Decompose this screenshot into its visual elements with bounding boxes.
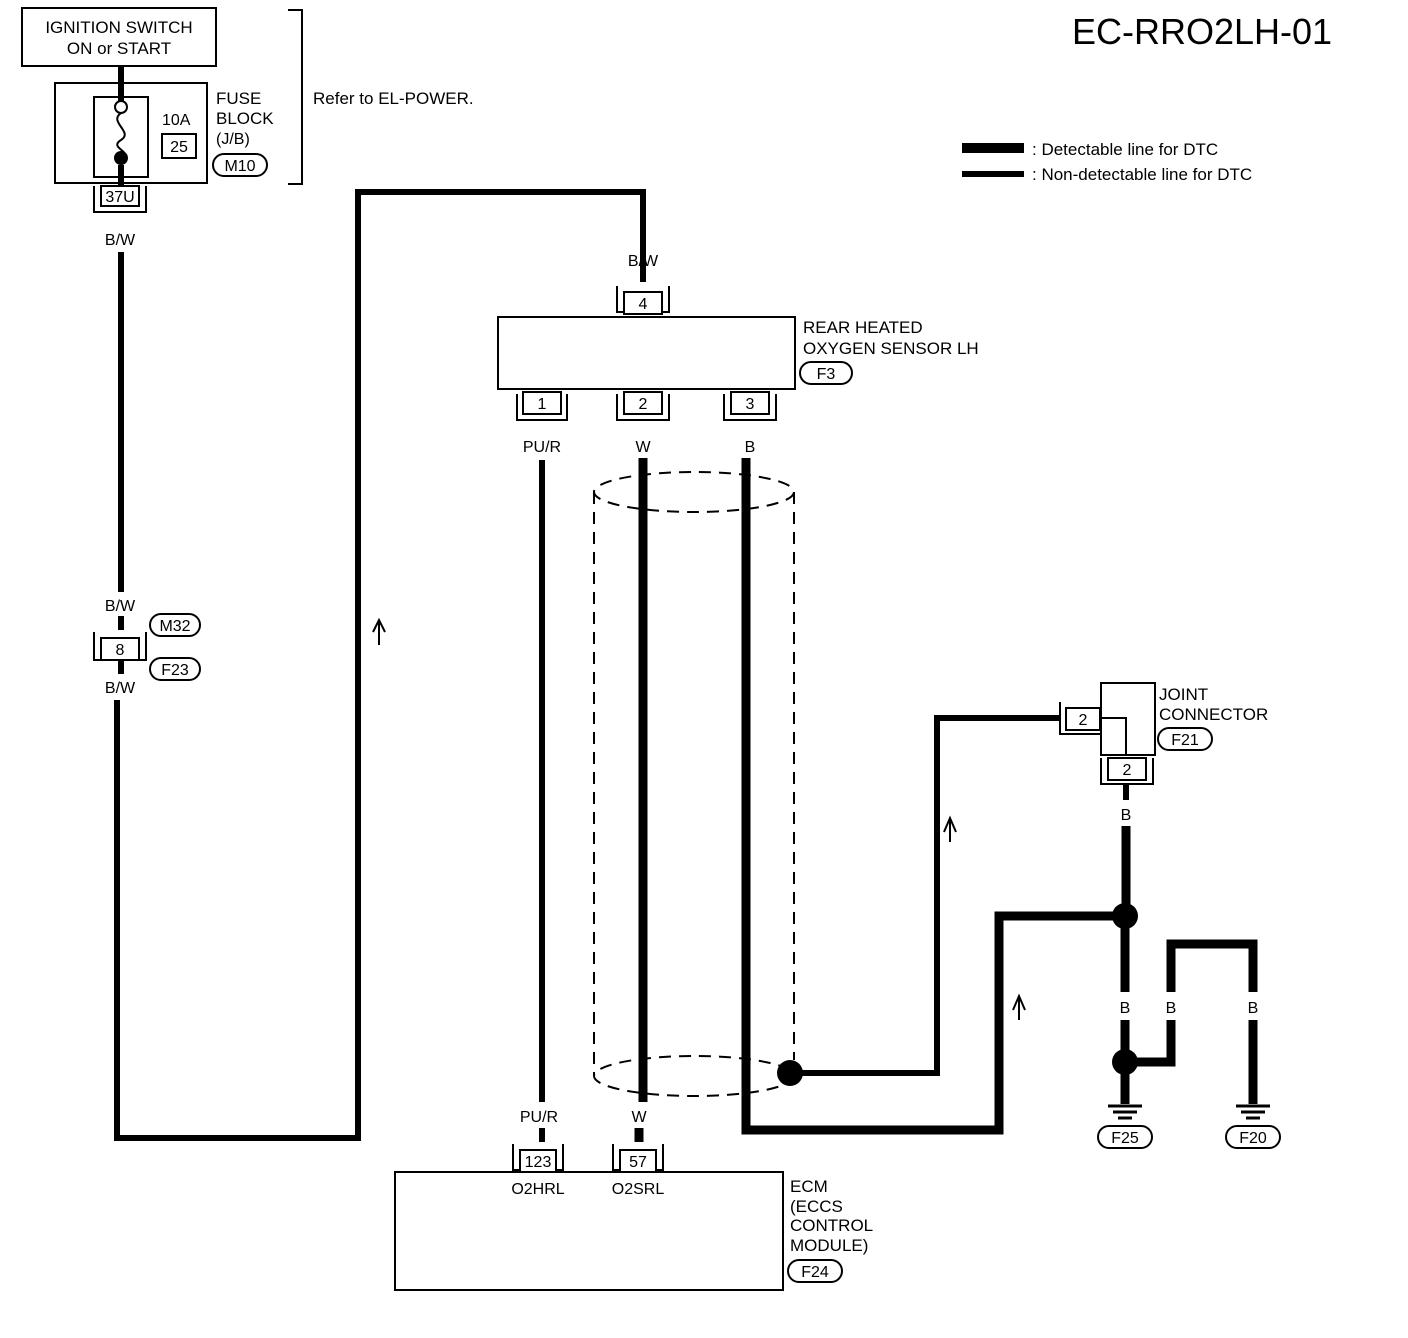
wire-color-bw-3: B/W bbox=[105, 680, 136, 697]
fuse-pin-bracket bbox=[93, 186, 147, 213]
arrow-up-icon bbox=[372, 617, 386, 645]
mid-connector-lower-oval bbox=[149, 657, 201, 681]
ignition-line2: ON or START bbox=[67, 39, 171, 58]
joint-line1: JOINT bbox=[1159, 685, 1208, 704]
sensor-pin-3-label: 3 bbox=[746, 396, 755, 413]
fuse-connector-label: M10 bbox=[224, 158, 255, 175]
joint-line2: CONNECTOR bbox=[1159, 705, 1268, 724]
wire-color-pur-top: PU/R bbox=[523, 439, 561, 456]
ground-icon-f20 bbox=[1236, 1104, 1270, 1120]
mid-connector-upper-oval bbox=[149, 613, 201, 637]
ecm-line2: (ECCS bbox=[790, 1197, 843, 1216]
mid-connector-lower: F23 bbox=[161, 662, 189, 679]
ecm-box bbox=[394, 1171, 784, 1291]
ignition-line1: IGNITION SWITCH bbox=[45, 18, 192, 37]
sensor-pin-3: 3 bbox=[723, 391, 777, 421]
mid-connector-upper: M32 bbox=[159, 618, 190, 635]
sensor-pin-2: 2 bbox=[616, 391, 670, 421]
joint-connector-oval bbox=[1157, 727, 1213, 751]
sensor-top-pin-box bbox=[623, 291, 663, 315]
ground-icon-f25 bbox=[1108, 1104, 1142, 1120]
wire-color-pur-bottom: PU/R bbox=[520, 1109, 558, 1126]
shield-top-ellipse bbox=[593, 471, 795, 513]
fuse-connector-oval bbox=[212, 153, 268, 177]
ecm-line4: MODULE) bbox=[790, 1236, 868, 1255]
ecm-pin-a: 123 bbox=[525, 1154, 552, 1171]
joint-left-pin: 2 bbox=[1079, 712, 1088, 729]
refer-text: Refer to EL-POWER. bbox=[313, 89, 474, 108]
fuse-block-line1: FUSE bbox=[216, 89, 261, 108]
fuse-number: 25 bbox=[170, 139, 188, 156]
wire-shield-drain bbox=[790, 715, 1060, 1076]
sensor-pin-1-label: 1 bbox=[538, 396, 547, 413]
wire-color-bw-4: B/W bbox=[628, 253, 659, 270]
wire-color-b-3: B bbox=[1248, 1000, 1259, 1017]
power-bracket bbox=[288, 9, 303, 185]
ground-f20-oval bbox=[1225, 1125, 1281, 1149]
wire-color-b-top: B bbox=[745, 439, 756, 456]
joint-connector: F21 bbox=[1171, 732, 1199, 749]
sensor-top-pin: 4 bbox=[639, 296, 648, 313]
ecm-pin-b: 57 bbox=[629, 1154, 647, 1171]
wire-color-b-joint: B bbox=[1121, 807, 1132, 824]
wire-color-w-bottom: W bbox=[631, 1109, 647, 1126]
wire-b-sensor-ground bbox=[741, 458, 1125, 1135]
ground-f25-label: F25 bbox=[1111, 1130, 1139, 1147]
sensor-line1: REAR HEATED bbox=[803, 318, 923, 337]
sensor-line2: OXYGEN SENSOR LH bbox=[803, 339, 979, 358]
wire-color-b-1: B bbox=[1120, 1000, 1131, 1017]
ecm-connector: F24 bbox=[801, 1264, 829, 1281]
arrow-up-icon-3 bbox=[943, 815, 957, 842]
fuse-top-terminal bbox=[114, 100, 128, 114]
fuse-rating: 10A bbox=[162, 112, 191, 129]
legend-detectable-text: : Detectable line for DTC bbox=[1032, 140, 1218, 159]
sensor-box bbox=[497, 316, 796, 390]
arrow-up-icon-2 bbox=[1012, 993, 1026, 1020]
ignition-switch-box bbox=[21, 7, 217, 67]
fuse-number-box bbox=[161, 133, 197, 159]
fuse-bottom-terminal bbox=[114, 151, 128, 165]
joint-bottom-pin-box bbox=[1107, 757, 1147, 781]
sensor-pin-1: 1 bbox=[516, 391, 568, 421]
joint-bottom-pin: 2 bbox=[1123, 762, 1132, 779]
wire-b-ground-f20-top bbox=[1166, 939, 1258, 992]
mid-connector-pin: 8 bbox=[116, 642, 125, 659]
sensor-pin-2-label: 2 bbox=[639, 396, 648, 413]
legend-non-detectable-text: : Non-detectable line for DTC bbox=[1032, 165, 1252, 184]
joint-left-pin-box bbox=[1065, 707, 1101, 731]
fuse-block-line3: (J/B) bbox=[216, 131, 250, 148]
shield-bottom-ellipse bbox=[593, 1055, 795, 1097]
ecm-pin-a-name: O2HRL bbox=[511, 1181, 564, 1198]
wire-color-b-2: B bbox=[1166, 1000, 1177, 1017]
ground-f20-label: F20 bbox=[1239, 1130, 1267, 1147]
fuse-pin-label: 37U bbox=[105, 189, 134, 206]
joint-internal-link bbox=[1101, 717, 1127, 755]
sensor-connector: F3 bbox=[817, 366, 836, 383]
joint-left-bracket bbox=[1059, 702, 1100, 735]
fuse-block-line2: BLOCK bbox=[216, 109, 274, 128]
wire-color-bw-1: B/W bbox=[105, 232, 136, 249]
diagram-code: EC-RRO2LH-01 bbox=[1072, 11, 1332, 52]
wire-color-w-top: W bbox=[635, 439, 651, 456]
ecm-line3: CONTROL bbox=[790, 1216, 873, 1235]
ecm-pin-b-name: O2SRL bbox=[612, 1181, 665, 1198]
sensor-connector-oval bbox=[799, 361, 853, 385]
wire-bw-loop bbox=[114, 189, 646, 1141]
wire-b-splice-branch bbox=[1125, 1020, 1176, 1067]
ground-f25-oval bbox=[1097, 1125, 1153, 1149]
ecm-connector-oval bbox=[787, 1259, 843, 1283]
wire-color-bw-2: B/W bbox=[105, 598, 136, 615]
ecm-line1: ECM bbox=[790, 1177, 828, 1196]
